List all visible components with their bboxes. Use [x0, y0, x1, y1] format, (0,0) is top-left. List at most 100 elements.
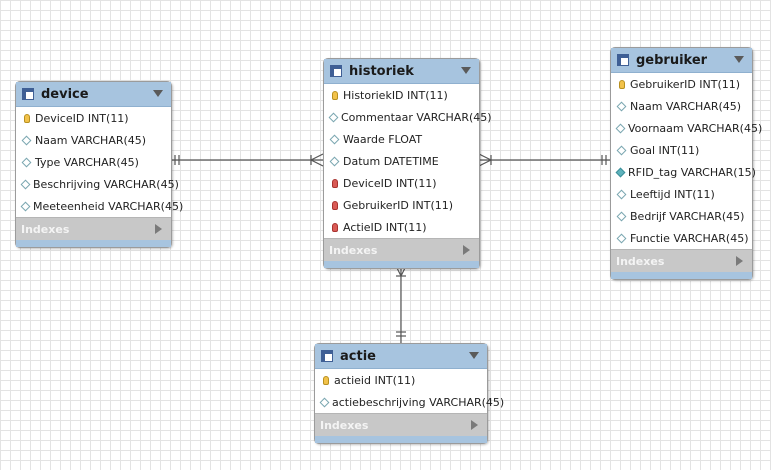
chevron-down-icon[interactable] [469, 352, 479, 359]
indexes-section[interactable]: Indexes [324, 238, 479, 261]
column-row[interactable]: Waarde FLOAT [324, 128, 479, 150]
column-label: Functie VARCHAR(45) [630, 231, 749, 245]
column-row[interactable]: RFID_tag VARCHAR(15) [611, 161, 756, 183]
foreign-key-icon [331, 222, 338, 232]
column-label: GebruikerID INT(11) [343, 198, 454, 212]
column-row[interactable]: Bedrijf VARCHAR(45) [611, 205, 752, 227]
not-null-column-icon [615, 167, 626, 177]
relationship-gebruiker-historiek[interactable] [478, 153, 610, 167]
relationship-device-historiek[interactable] [171, 153, 324, 167]
column-row[interactable]: Functie VARCHAR(45) [611, 227, 752, 249]
table-icon [617, 54, 629, 66]
primary-key-icon [322, 375, 329, 385]
table-header[interactable]: gebruiker [611, 48, 752, 73]
column-label: HistoriekID INT(11) [343, 88, 448, 102]
column-icon [21, 157, 32, 167]
indexes-label: Indexes [320, 418, 369, 432]
column-label: ActieID INT(11) [343, 220, 427, 234]
column-row[interactable]: Goal INT(11) [611, 139, 752, 161]
table-header[interactable]: actie [315, 344, 487, 369]
chevron-right-icon[interactable] [471, 420, 478, 430]
column-label: Datum DATETIME [343, 154, 439, 168]
column-row[interactable]: actiebeschrijving VARCHAR(45) [315, 391, 504, 413]
indexes-section[interactable]: Indexes [315, 413, 487, 436]
table-actie[interactable]: actie actieid INT(11) actiebeschrijving … [314, 343, 504, 444]
column-label: Naam VARCHAR(45) [630, 99, 742, 113]
indexes-label: Indexes [329, 243, 378, 257]
column-label: Goal INT(11) [630, 143, 700, 157]
foreign-key-icon [331, 200, 338, 210]
column-icon [615, 123, 626, 133]
column-label: DeviceID INT(11) [343, 176, 437, 190]
primary-key-icon [618, 79, 625, 89]
column-icon [20, 201, 31, 211]
column-row[interactable]: ActieID INT(11) [324, 216, 479, 238]
column-row[interactable]: Meeteenheid VARCHAR(45) [16, 195, 183, 217]
primary-key-icon [23, 113, 30, 123]
column-icon [319, 397, 330, 407]
column-row[interactable]: Naam VARCHAR(45) [16, 129, 171, 151]
column-icon [329, 134, 340, 144]
column-label: actiebeschrijving VARCHAR(45) [332, 395, 505, 409]
chevron-down-icon[interactable] [461, 67, 471, 74]
column-icon [616, 233, 627, 243]
column-label: Leeftijd INT(11) [630, 187, 715, 201]
table-icon [22, 88, 34, 100]
column-label: Waarde FLOAT [343, 132, 423, 146]
column-row[interactable]: DeviceID INT(11) [16, 107, 171, 129]
column-icon [329, 156, 340, 166]
chevron-right-icon[interactable] [736, 256, 743, 266]
column-row[interactable]: Beschrijving VARCHAR(45) [16, 173, 179, 195]
column-row[interactable]: Voornaam VARCHAR(45) [611, 117, 762, 139]
indexes-label: Indexes [616, 254, 665, 268]
chevron-right-icon[interactable] [155, 224, 162, 234]
chevron-down-icon[interactable] [153, 90, 163, 97]
column-icon [616, 211, 627, 221]
column-label: Meeteenheid VARCHAR(45) [33, 199, 184, 213]
table-header[interactable]: device [16, 82, 171, 107]
column-row[interactable]: GebruikerID INT(11) [611, 73, 752, 95]
table-icon [321, 350, 333, 362]
table-header[interactable]: historiek [324, 59, 479, 84]
table-gebruiker[interactable]: gebruiker GebruikerID INT(11) Naam VARCH… [610, 47, 762, 280]
table-name: device [41, 86, 89, 102]
table-footer [611, 272, 752, 279]
column-row[interactable]: DeviceID INT(11) [324, 172, 479, 194]
table-footer [315, 436, 487, 443]
table-name: actie [340, 348, 376, 364]
column-label: Type VARCHAR(45) [35, 155, 139, 169]
column-label: actieid INT(11) [334, 373, 416, 387]
foreign-key-icon [331, 178, 338, 188]
chevron-right-icon[interactable] [463, 245, 470, 255]
column-row[interactable]: actieid INT(11) [315, 369, 487, 391]
column-row[interactable]: Naam VARCHAR(45) [611, 95, 752, 117]
primary-key-icon [331, 90, 338, 100]
indexes-section[interactable]: Indexes [611, 249, 752, 272]
column-label: RFID_tag VARCHAR(15) [628, 165, 756, 179]
chevron-down-icon[interactable] [734, 56, 744, 63]
column-label: Bedrijf VARCHAR(45) [630, 209, 745, 223]
column-row[interactable]: GebruikerID INT(11) [324, 194, 479, 216]
column-row[interactable]: HistoriekID INT(11) [324, 84, 479, 106]
table-historiek[interactable]: historiek HistoriekID INT(11) Commentaar… [323, 58, 492, 269]
column-row[interactable]: Commentaar VARCHAR(45) [324, 106, 492, 128]
column-icon [616, 101, 627, 111]
table-device[interactable]: device DeviceID INT(11) Naam VARCHAR(45)… [15, 81, 183, 248]
column-row[interactable]: Type VARCHAR(45) [16, 151, 171, 173]
column-label: Voornaam VARCHAR(45) [628, 121, 763, 135]
column-row[interactable]: Leeftijd INT(11) [611, 183, 752, 205]
column-label: Naam VARCHAR(45) [35, 133, 147, 147]
column-label: GebruikerID INT(11) [630, 77, 741, 91]
indexes-label: Indexes [21, 222, 70, 236]
relationship-actie-historiek[interactable] [394, 263, 408, 343]
column-row[interactable]: Datum DATETIME [324, 150, 479, 172]
table-name: historiek [349, 63, 414, 79]
column-icon [21, 135, 32, 145]
column-icon [616, 189, 627, 199]
indexes-section[interactable]: Indexes [16, 217, 171, 240]
column-icon [328, 112, 339, 122]
column-icon [616, 145, 627, 155]
column-label: DeviceID INT(11) [35, 111, 129, 125]
